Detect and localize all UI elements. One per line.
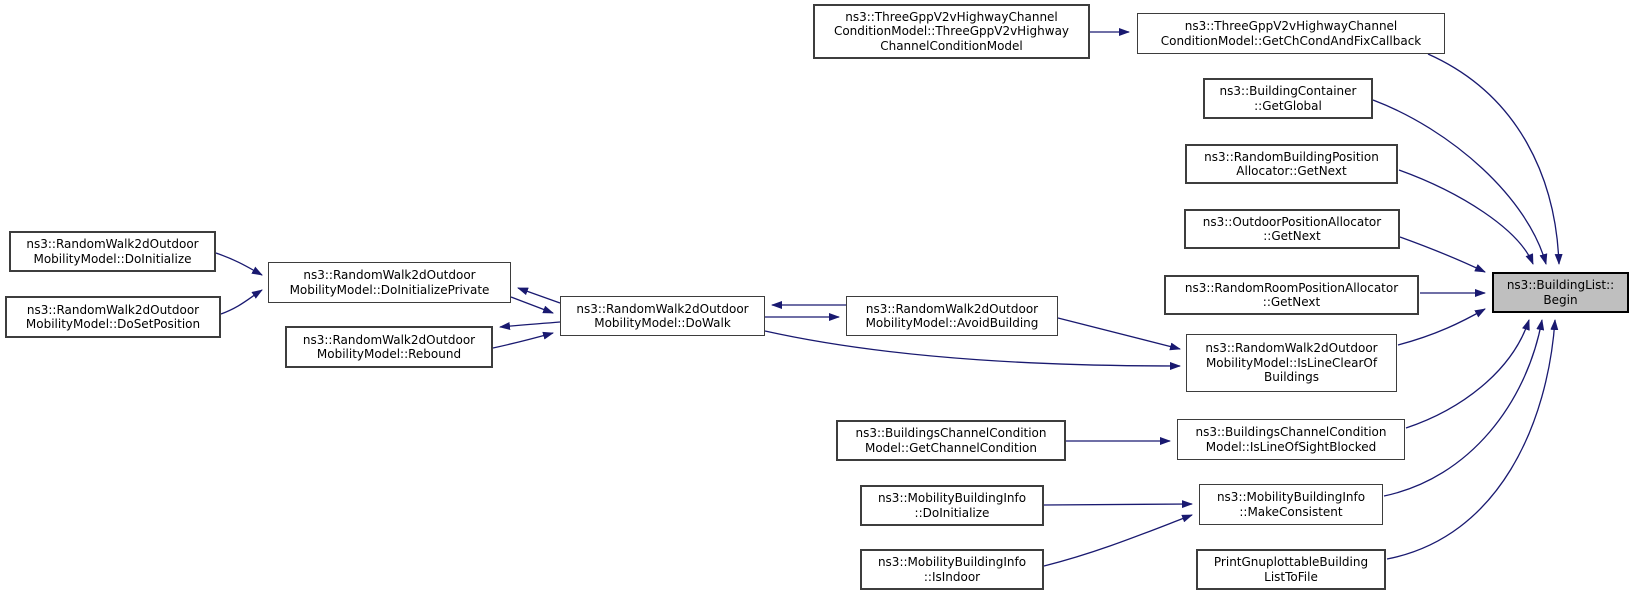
node-buildinglist-begin: ns3::BuildingList:: Begin: [1492, 272, 1629, 313]
edge-rwdosetpos-to-doinitpriv: [220, 289, 263, 315]
node-outdoorpositionallocator-getnext[interactable]: ns3::OutdoorPositionAllocator ::GetNext: [1184, 209, 1400, 249]
node-doinitializeprivate[interactable]: ns3::RandomWalk2dOutdoor MobilityModel::…: [268, 262, 511, 303]
edge-rebound-to-dowalk: [492, 331, 554, 349]
node-avoidbuilding[interactable]: ns3::RandomWalk2dOutdoor MobilityModel::…: [846, 296, 1058, 336]
node-getchannelcondition[interactable]: ns3::BuildingsChannelCondition Model::Ge…: [836, 420, 1066, 461]
edge-dowalk-to-rebound: [499, 321, 561, 330]
node-threegpp-ctor[interactable]: ns3::ThreeGppV2vHighwayChannel Condition…: [813, 4, 1090, 59]
node-randomwalk-doinitialize[interactable]: ns3::RandomWalk2dOutdoor MobilityModel::…: [9, 231, 216, 272]
node-printgnuplottablebuildinglisttofile[interactable]: PrintGnuplottableBuilding ListToFile: [1196, 549, 1386, 590]
node-getchcondandfixcallback[interactable]: ns3::ThreeGppV2vHighwayChannel Condition…: [1137, 13, 1445, 54]
node-islineofsightblocked[interactable]: ns3::BuildingsChannelCondition Model::Is…: [1177, 419, 1405, 460]
edge-makeconsistent-to-begin: [1383, 319, 1545, 497]
node-buildingcontainer-getglobal[interactable]: ns3::BuildingContainer ::GetGlobal: [1203, 78, 1373, 119]
node-randomroompositionallocator-getnext[interactable]: ns3::RandomRoomPositionAllocator ::GetNe…: [1164, 275, 1419, 315]
edge-dowalk-to-islineclear: [764, 330, 1181, 370]
node-mobilitybuildinginfo-isindoor[interactable]: ns3::MobilityBuildingInfo ::IsIndoor: [860, 549, 1044, 590]
edge-dowalk-to-doinitpriv: [517, 287, 561, 304]
edge-islosblocked-to-begin: [1405, 319, 1530, 429]
node-islineclearofbuildings[interactable]: ns3::RandomWalk2dOutdoor MobilityModel::…: [1186, 334, 1397, 392]
node-makeconsistent[interactable]: ns3::MobilityBuildingInfo ::MakeConsiste…: [1199, 484, 1383, 525]
edge-randbuildpos-to-begin: [1398, 169, 1534, 265]
edge-getchcond-to-begin: [1427, 53, 1563, 265]
edge-getglobal-to-begin: [1372, 99, 1548, 265]
node-randomwalk-dosetposition[interactable]: ns3::RandomWalk2dOutdoor MobilityModel::…: [5, 296, 221, 338]
node-randombuildingposition-getnext[interactable]: ns3::RandomBuildingPosition Allocator::G…: [1185, 144, 1398, 184]
edge-mbidoinit-to-makeconsistent: [1043, 500, 1193, 509]
node-mobilitybuildinginfo-doinitialize[interactable]: ns3::MobilityBuildingInfo ::DoInitialize: [860, 485, 1044, 526]
edge-outdoorpos-to-begin: [1399, 236, 1486, 273]
edge-mbiisindoor-to-makeconsistent: [1043, 514, 1193, 567]
edge-doinitpriv-to-dowalk: [510, 296, 554, 314]
node-rebound[interactable]: ns3::RandomWalk2dOutdoor MobilityModel::…: [285, 326, 493, 368]
edge-avoidbuilding-to-islineclear: [1057, 317, 1181, 351]
node-dowalk[interactable]: ns3::RandomWalk2dOutdoor MobilityModel::…: [560, 296, 765, 336]
edge-printgnuplot-to-begin: [1386, 319, 1559, 560]
edge-islineclear-to-begin: [1397, 308, 1486, 346]
edge-rwdoinit-to-doinitpriv: [215, 252, 263, 276]
